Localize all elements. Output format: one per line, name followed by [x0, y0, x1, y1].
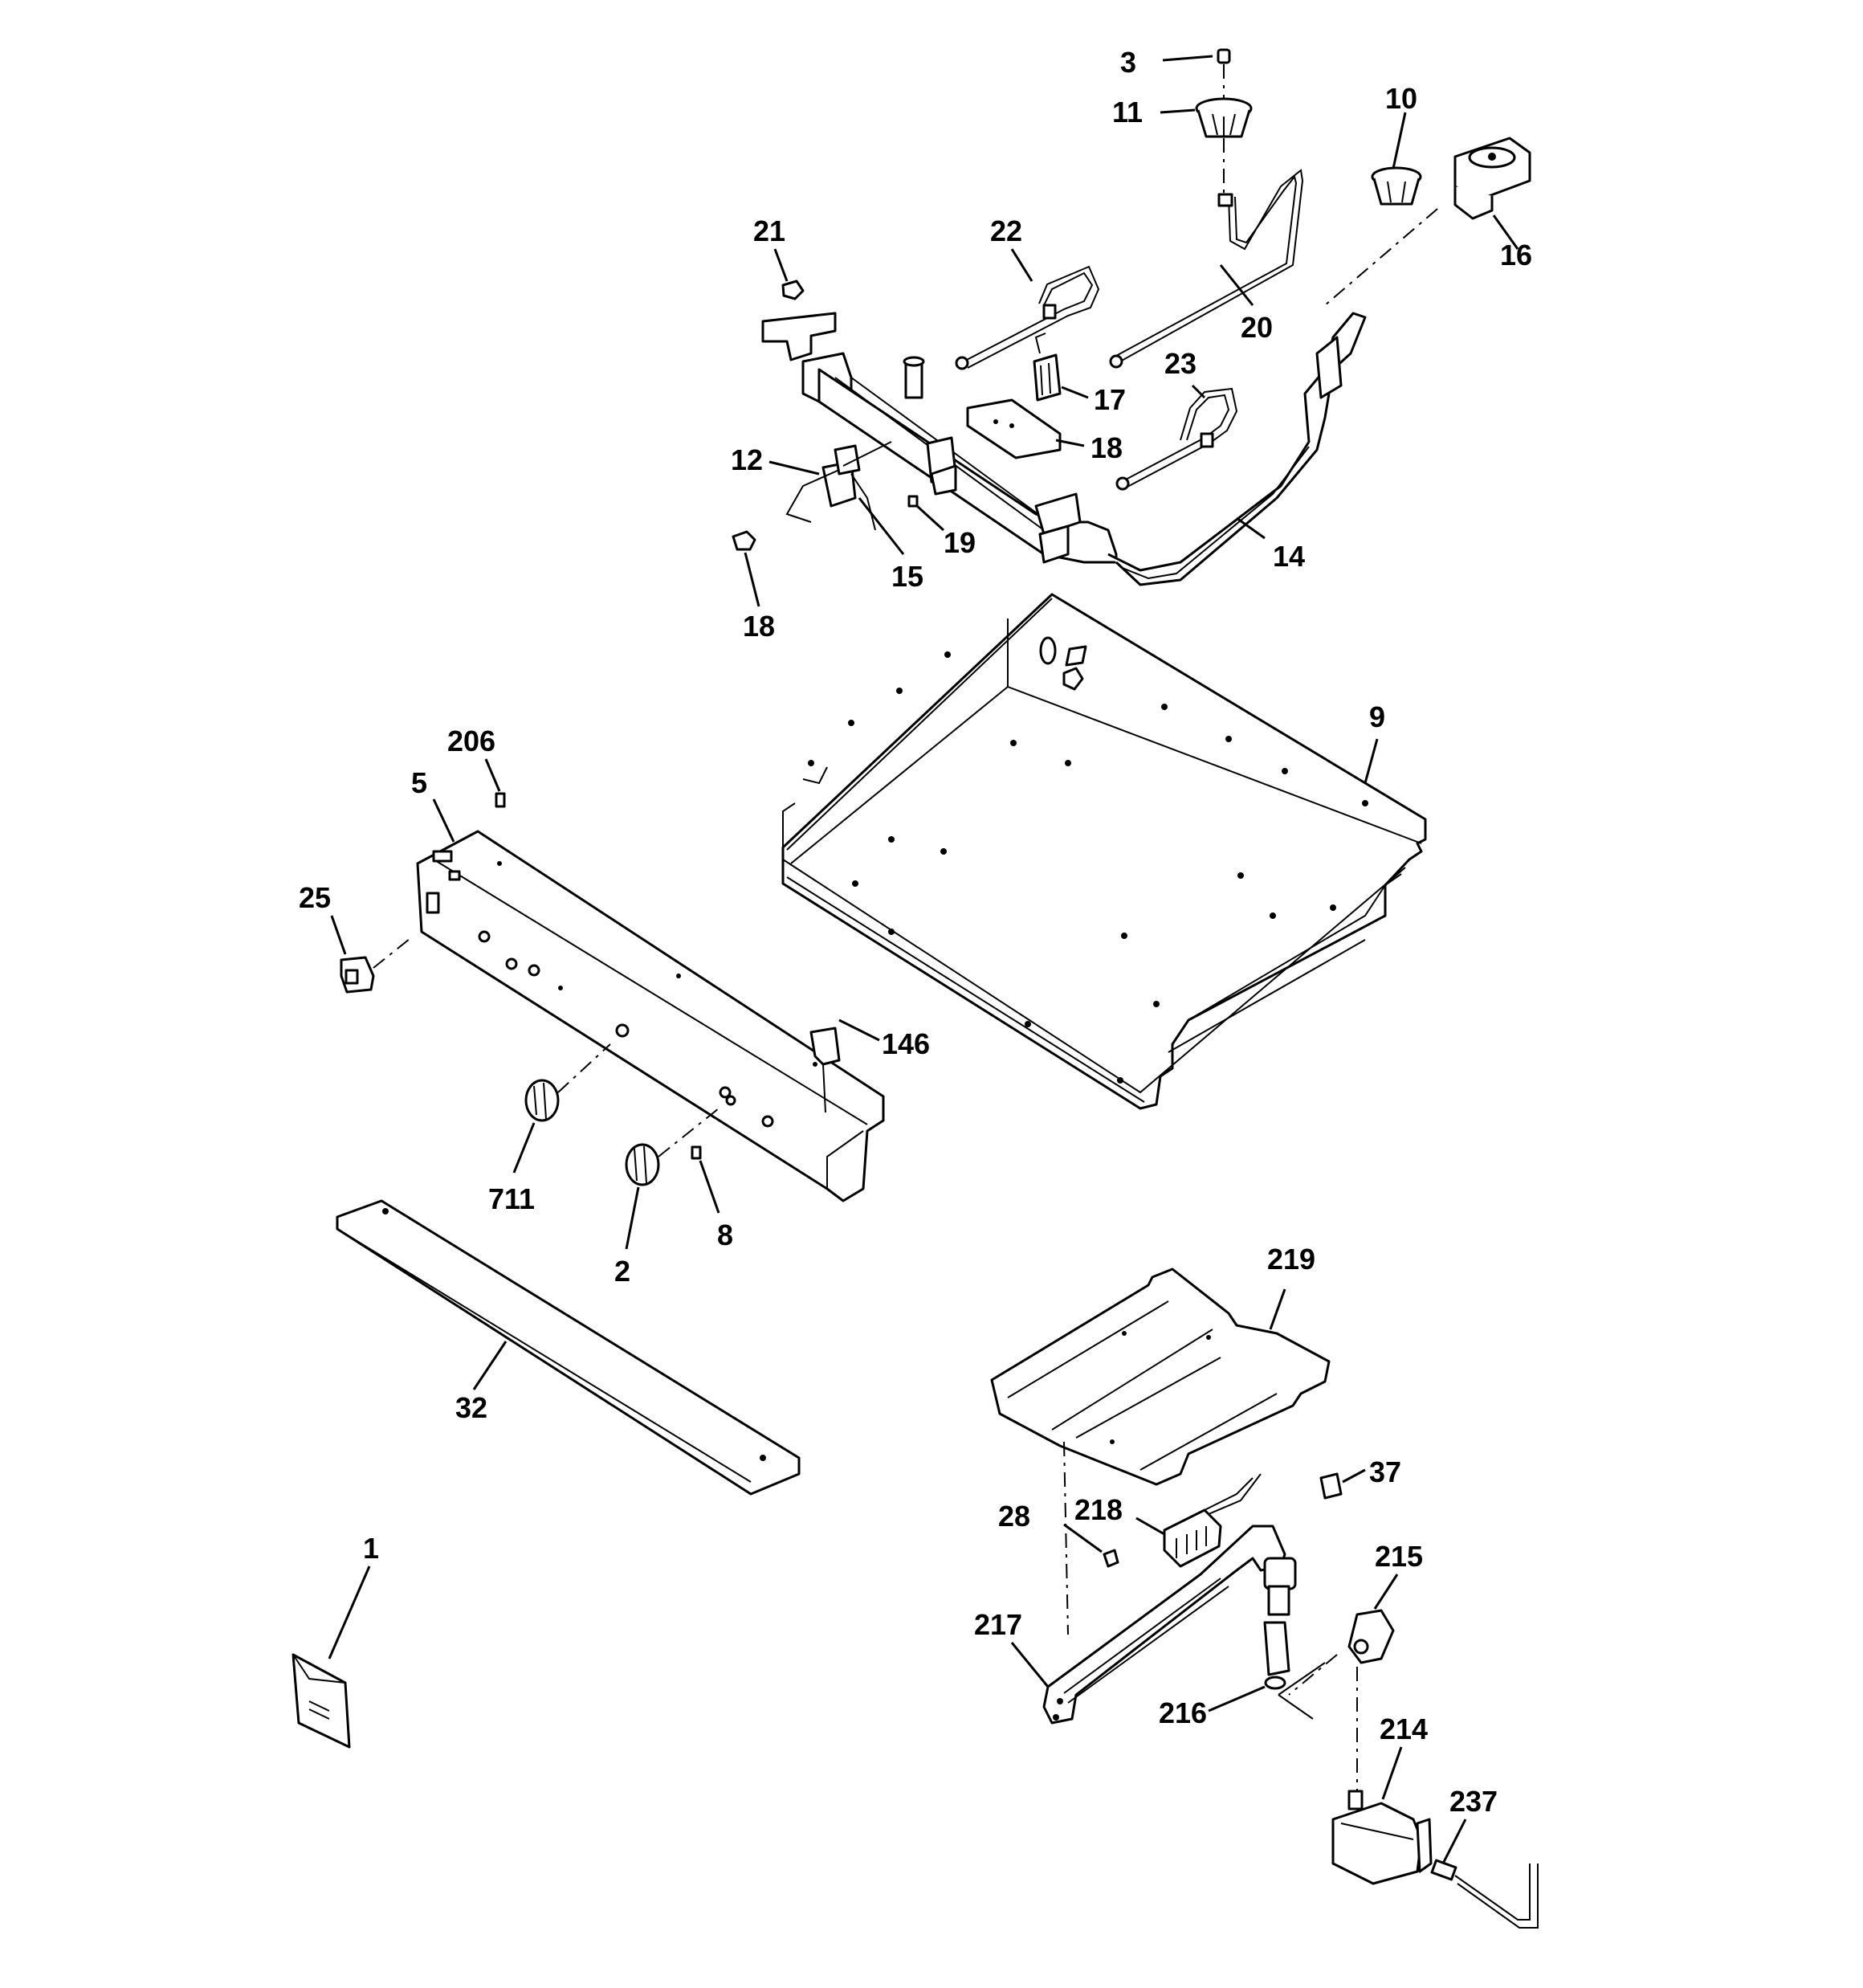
callout-21: 21: [753, 214, 785, 247]
part-21-nut: [781, 280, 805, 300]
callout-9: 9: [1369, 700, 1385, 733]
part-9-burner-box: [781, 593, 1427, 1110]
callout-17: 17: [1094, 383, 1126, 416]
callout-14: 14: [1273, 540, 1305, 573]
part-711-knob: [524, 1043, 611, 1122]
callout-16: 16: [1500, 239, 1532, 271]
callout-215: 215: [1375, 1540, 1423, 1573]
part-1-literature: [291, 1653, 351, 1749]
part-11-burner-cap: [1195, 97, 1253, 193]
part-19-screw: [907, 495, 919, 508]
part-18-nut: [732, 530, 756, 551]
callout-214: 214: [1380, 1712, 1428, 1745]
callout-206: 206: [447, 725, 495, 757]
callout-15: 15: [891, 560, 923, 593]
part-214-valve: [1331, 1790, 1433, 1885]
callout-711: 711: [488, 1182, 535, 1215]
callout-217: 217: [974, 1608, 1022, 1641]
part-32-trim: [336, 1199, 801, 1496]
callout-237: 237: [1449, 1785, 1498, 1818]
part-16-regulator: [1324, 137, 1531, 306]
callout-22: 22: [990, 214, 1022, 247]
part-5-control-panel: [416, 830, 885, 1202]
callout-28: 28: [998, 1500, 1030, 1533]
part-237-tube: [1430, 1859, 1539, 1929]
part-37-clip: [1319, 1472, 1343, 1500]
callout-218: 218: [1074, 1493, 1123, 1526]
callout-19: 19: [944, 526, 976, 559]
callout-8: 8: [717, 1219, 733, 1251]
callout-219: 219: [1267, 1243, 1315, 1276]
part-146-bracket: [809, 1027, 841, 1113]
leader-lines: [328, 55, 1519, 1863]
part-20-tube: [1109, 169, 1304, 369]
part-12-valve: [785, 441, 892, 531]
callout-2: 2: [614, 1255, 630, 1288]
part-18-bracket: [966, 398, 1062, 459]
part-217-burner: [1042, 1525, 1297, 1725]
part-3-screw: [1217, 48, 1231, 103]
callout-12: 12: [731, 443, 763, 476]
part-25-switch: [340, 935, 414, 994]
part-22-tube: [955, 265, 1100, 370]
callout-10: 10: [1385, 82, 1417, 115]
part-23-tube: [1115, 387, 1238, 491]
callout-23: 23: [1164, 347, 1196, 380]
callout-labels: 3 11 10 16 21 22 20 17 23 18 12 19 15 14…: [299, 46, 1532, 1818]
callout-25: 25: [299, 881, 331, 914]
part-17-valve-switch: [1033, 333, 1062, 402]
callout-146: 146: [882, 1027, 930, 1060]
part-8-screw: [691, 1145, 702, 1160]
part-215-bracket: [1288, 1609, 1395, 1803]
callout-3: 3: [1120, 46, 1136, 79]
callout-32: 32: [455, 1391, 487, 1424]
part-219-baffle: [990, 1268, 1331, 1635]
part-218-igniter: [1163, 1473, 1262, 1568]
part-14-manifold: [761, 312, 1367, 586]
callout-18-nut: 18: [743, 610, 775, 643]
callout-20: 20: [1241, 311, 1273, 344]
part-2-knob: [625, 1108, 720, 1186]
callout-18: 18: [1090, 431, 1123, 464]
callout-11: 11: [1112, 96, 1143, 129]
part-10-burner-cap: [1371, 166, 1422, 206]
callout-1: 1: [363, 1532, 379, 1565]
part-28-screw: [1103, 1549, 1119, 1568]
part-206-screw: [495, 792, 506, 808]
callout-5: 5: [411, 766, 427, 799]
callout-37: 37: [1369, 1455, 1401, 1488]
part-216-orifice: [1263, 1621, 1326, 1720]
callout-216: 216: [1159, 1696, 1207, 1729]
